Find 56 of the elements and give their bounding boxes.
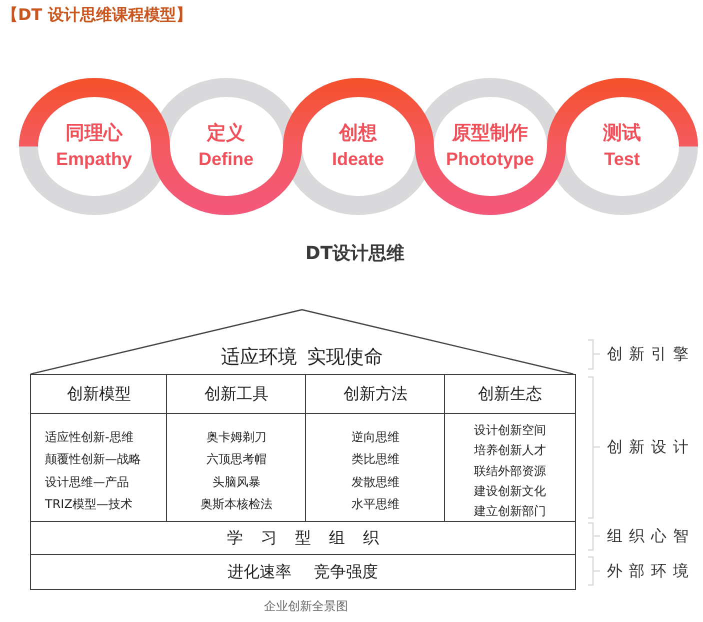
step-subtitle: Phototype [446,149,534,170]
list-item-text: 水平思维 [351,496,400,514]
table-row-band [30,554,576,590]
list-item-text: 联结外部资源 [474,462,546,480]
list-item-text: 颠覆性创新—战略 [45,451,141,468]
header-text: 创新模型 [66,384,131,404]
table-cell [305,413,446,522]
step-subtitle: Empathy [56,149,132,170]
step-subtitle: Ideate [332,149,384,170]
list-item-text: TRIZ模型—技术 [45,496,132,514]
table-cell [444,413,576,522]
step-title: 原型制作 [452,122,528,144]
page-title: 【DT 设计思维课程模型】 [2,4,192,26]
table-cell [166,413,306,522]
list-item-text: 奥斯本核检法 [200,496,272,514]
table-header-cell [30,374,168,414]
band-text: 学习型组织 [226,528,397,548]
step-subtitle: Define [198,149,254,170]
table-header-cell [444,374,576,414]
ring-node [18,78,170,214]
table-header-cell [166,374,306,414]
step-title: 同理心 [66,122,122,144]
list-item-text: 设计思维—产品 [45,474,129,491]
list-item-text: 发散思维 [351,474,400,491]
list-item-text: 建立创新部门 [474,503,546,520]
level-label: 创新引擎 [607,344,695,364]
header-text: 创新方法 [343,384,408,404]
list-item-text: 六顶思考帽 [206,451,266,468]
list-item-text: 奥卡姆剃刀 [206,429,266,446]
step-subtitle: Test [604,149,640,170]
list-item-text: 建设创新文化 [474,482,546,500]
table-header-cell [305,374,446,414]
roof-heading: 适应环境 实现使命 [220,345,384,369]
list-item-text: 类比思维 [351,451,400,468]
caption-text: 企业创新全景图 [264,598,348,614]
table-row-band [30,521,576,556]
level-label: 外部环境 [607,561,695,581]
diagram-label: DT设计思维 [305,243,405,265]
ring-node [282,78,434,214]
step-title: 创想 [339,122,377,144]
level-label: 创新设计 [607,437,695,457]
ring-node [414,78,566,214]
ring-node [546,78,698,214]
step-title: 定义 [207,122,245,144]
level-label: 组织心智 [607,526,695,546]
header-text: 创新生态 [478,384,542,404]
list-item-text: 培养创新人才 [474,442,546,460]
table-cell [30,413,168,522]
list-item-text: 头脑风暴 [212,474,260,491]
step-title: 测试 [603,122,641,144]
list-item-text: 设计创新空间 [474,422,546,439]
band-text: 进化速率 竞争强度 [228,562,378,582]
list-item-text: 逆向思维 [351,429,400,446]
list-item-text: 适应性创新-思维 [45,429,134,446]
ring-node [150,78,302,214]
header-text: 创新工具 [204,384,268,404]
